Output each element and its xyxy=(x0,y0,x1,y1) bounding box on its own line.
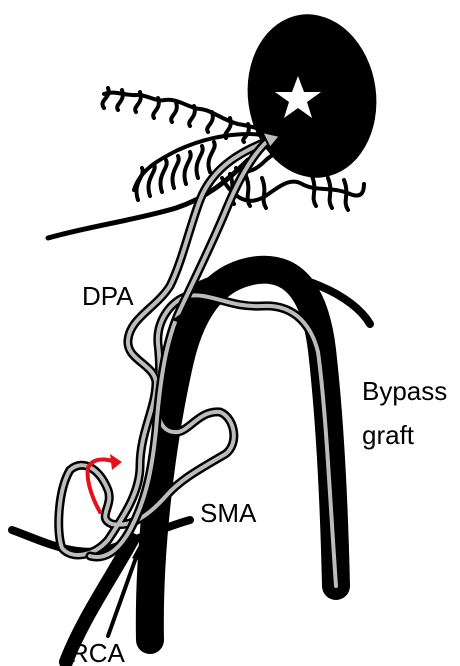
label-bypass-line2: graft xyxy=(362,420,415,450)
label-bypass-line1: Bypass xyxy=(362,376,447,406)
label-rca: RCA xyxy=(70,638,126,666)
highlight-arrowhead xyxy=(110,454,122,470)
label-sma: SMA xyxy=(200,498,257,528)
catheter xyxy=(59,136,336,586)
label-dpa: DPA xyxy=(82,281,134,311)
